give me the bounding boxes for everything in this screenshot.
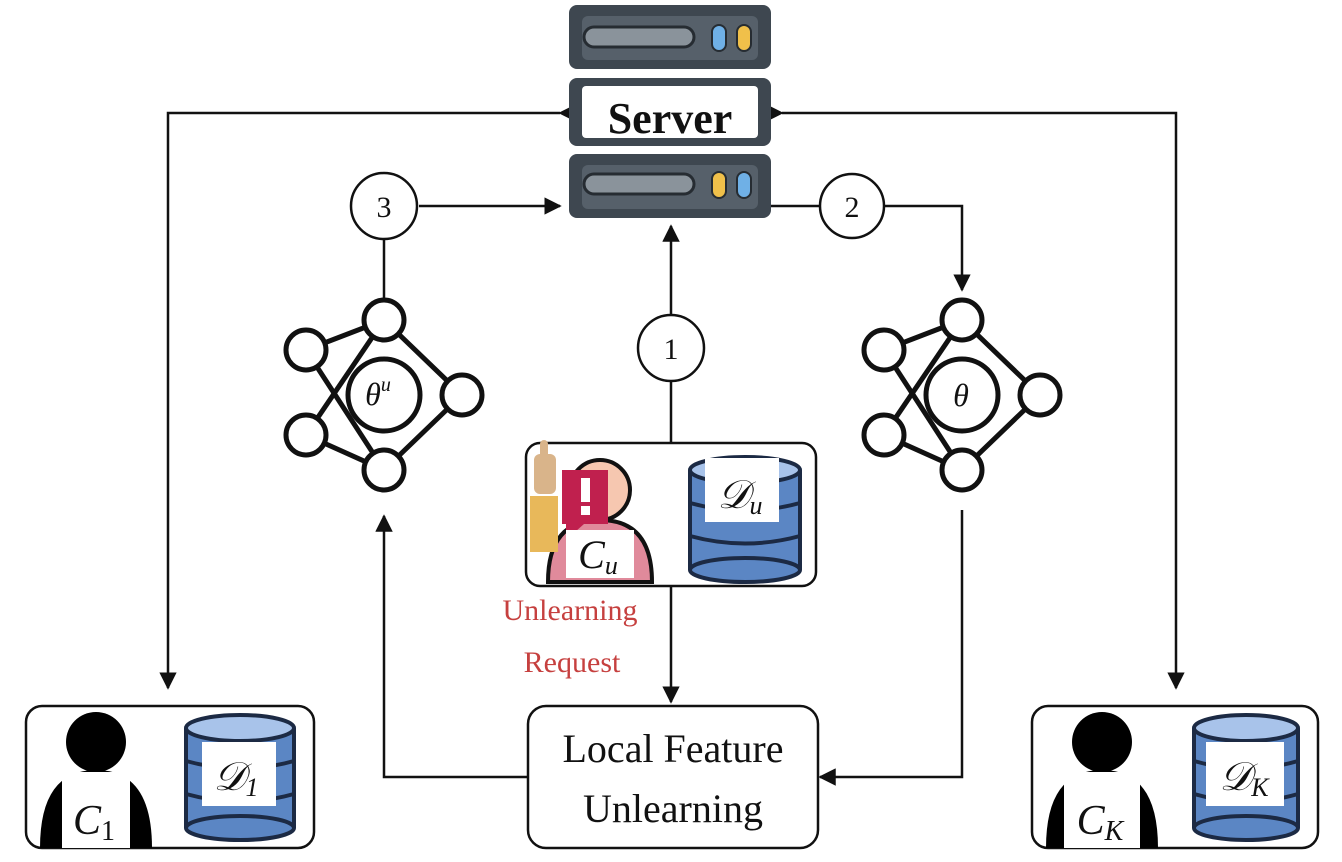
neural-network-icon xyxy=(283,297,485,493)
step-1-label: 1 xyxy=(664,333,679,366)
theta-sup: u xyxy=(381,374,391,396)
arrow-local-model-u xyxy=(375,514,528,779)
client-1-data: 𝒟1 xyxy=(214,754,259,802)
client-1-data-sub: 1 xyxy=(245,773,258,802)
client-target-name: C xyxy=(578,532,606,577)
process-line-1: Local Feature xyxy=(563,726,784,771)
step-1: 1 xyxy=(636,313,706,383)
model-unlearned-param: θu xyxy=(365,374,391,412)
step-2: 2 xyxy=(818,172,886,240)
server-icon xyxy=(569,5,771,218)
model-global-param: θ xyxy=(953,377,969,413)
local-feature-unlearning-box: Local Feature Unlearning xyxy=(526,704,820,850)
theta-symbol: θ xyxy=(365,376,381,412)
request-line-1: Unlearning xyxy=(503,594,638,627)
arrow-step2-model xyxy=(884,204,971,292)
client-target-box: Cu 𝒟u xyxy=(524,440,818,588)
client-k-label: CK xyxy=(1077,798,1125,847)
client-k-box: CK 𝒟K xyxy=(1030,704,1320,850)
raised-hand-icon xyxy=(530,440,558,552)
client-target-sub: u xyxy=(605,551,618,580)
client-1-label: C1 xyxy=(73,798,115,847)
alert-icon xyxy=(562,470,608,540)
client-target-data-sub: u xyxy=(749,491,762,520)
step-2-label: 2 xyxy=(845,191,860,224)
step-3-label: 3 xyxy=(377,191,392,224)
client-k-sub: K xyxy=(1104,816,1125,847)
connectors xyxy=(159,104,1185,786)
arrow-server-client-k xyxy=(766,104,1185,690)
client-1-sub: 1 xyxy=(101,816,115,847)
client-k-name: C xyxy=(1077,798,1106,844)
process-line-2: Unlearning xyxy=(583,786,763,831)
client-k-data: 𝒟K xyxy=(1219,754,1270,802)
step-3: 3 xyxy=(349,171,419,241)
arrow-server-client-1 xyxy=(159,104,576,690)
client-target-label: Cu xyxy=(578,532,618,580)
client-1-name: C xyxy=(73,798,102,844)
client-1-box: C1 𝒟1 xyxy=(24,704,316,850)
client-k-data-sub: K xyxy=(1250,773,1270,802)
server-label: Server xyxy=(608,94,733,143)
neural-network-icon xyxy=(861,297,1063,493)
request-line-2: Request xyxy=(524,646,621,679)
arrow-model-local xyxy=(818,510,964,786)
